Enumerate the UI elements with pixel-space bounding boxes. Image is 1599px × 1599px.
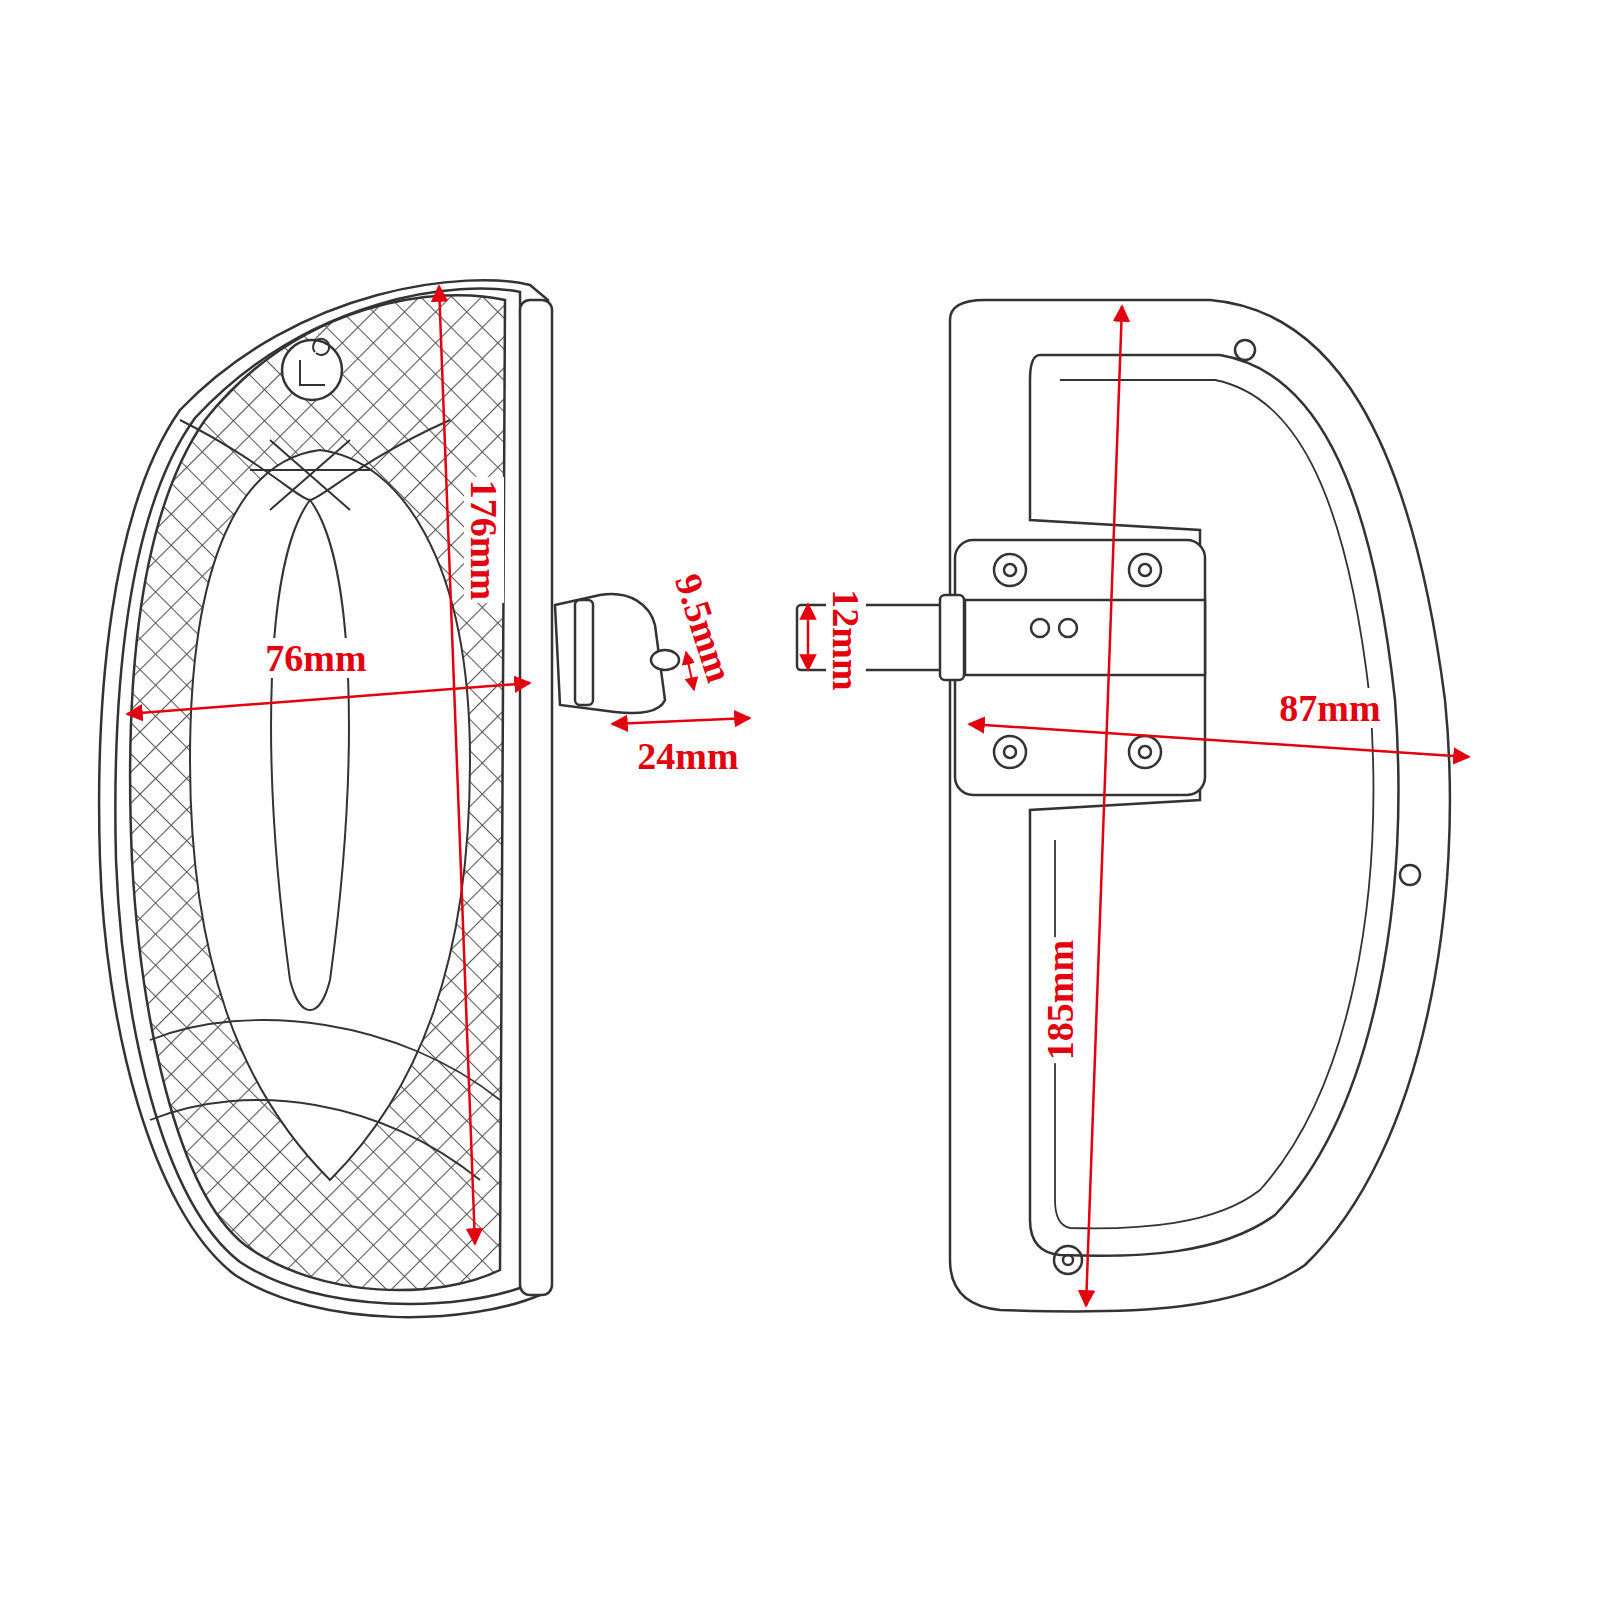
right-floorboard	[797, 300, 1450, 1312]
dimension-label: 12mm	[826, 586, 866, 693]
dimension-label: 76mm	[262, 638, 369, 678]
dimension-line	[1086, 306, 1122, 1306]
dimension-label: 87mm	[1276, 688, 1383, 728]
dimension-line	[612, 718, 750, 724]
dimension-label: 176mm	[464, 477, 504, 603]
dimension-lines	[127, 286, 1469, 1306]
dimension-line	[969, 724, 1469, 757]
dimension-line	[807, 604, 810, 670]
dimension-label: 24mm	[634, 736, 741, 776]
dimension-label: 9.5mm	[667, 566, 741, 689]
dimension-label: 185mm	[1040, 937, 1080, 1063]
dimension-line	[439, 286, 475, 1244]
dimension-line	[127, 683, 530, 714]
left-floorboard	[99, 280, 679, 1317]
